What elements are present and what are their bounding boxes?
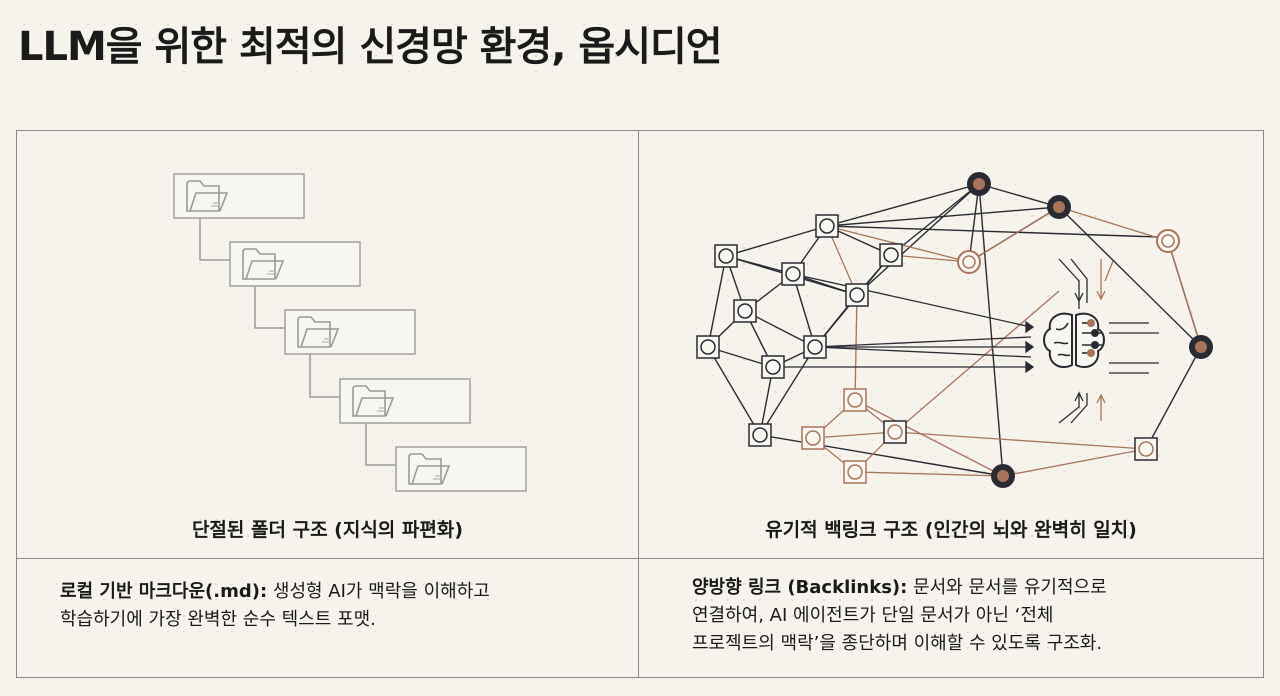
left-description-bold: 로컬 기반 마크다운(.md): xyxy=(60,581,268,602)
network-node xyxy=(957,250,981,274)
network-node xyxy=(991,464,1015,488)
right-description-line2: 연결하여, AI 에이전트가 단일 문서가 아닌 ‘전체 xyxy=(692,605,1054,626)
folder-box xyxy=(173,173,305,219)
page-title: LLM을 위한 최적의 신경망 환경, 옵시디언 xyxy=(18,24,723,70)
left-description-line1: 생성형 AI가 맥락을 이해하고 xyxy=(267,581,490,602)
backlink-network-panel: 유기적 백링크 구조 (인간의 뇌와 완벽히 일치) xyxy=(639,131,1263,558)
network-node xyxy=(733,299,757,323)
network-node xyxy=(845,283,869,307)
right-description-line3: 프로젝트의 맥락’을 종단하며 이해할 수 있도록 구조화. xyxy=(692,633,1103,654)
accent-arrows xyxy=(1096,259,1114,421)
network-node xyxy=(781,262,805,286)
square-nodes xyxy=(696,214,903,447)
row-divider xyxy=(16,558,1264,559)
folder-structure-panel: 단절된 폴더 구조 (지식의 파편화) xyxy=(17,131,638,558)
network-node xyxy=(1047,195,1071,219)
accent-square-nodes xyxy=(801,388,1158,484)
right-description-line1: 문서와 문서를 유기적으로 xyxy=(907,577,1107,598)
network-node xyxy=(843,388,867,412)
network-node xyxy=(1189,335,1213,359)
network-node xyxy=(843,460,867,484)
hub-nodes xyxy=(957,172,1213,488)
network-node xyxy=(748,423,772,447)
dark-links xyxy=(707,183,1202,477)
left-description-line2: 학습하기에 가장 완벽한 순수 텍스트 포맷. xyxy=(60,609,376,630)
network-node xyxy=(879,243,903,267)
right-description-bold: 양방향 링크 (Backlinks): xyxy=(692,577,908,598)
folder-connectors xyxy=(199,218,396,466)
column-divider xyxy=(638,130,639,678)
folder-box xyxy=(395,446,527,492)
folder-box xyxy=(339,378,471,424)
network-node xyxy=(1134,437,1158,461)
accent-links xyxy=(812,206,1202,477)
network-node xyxy=(696,335,720,359)
folder-box xyxy=(229,241,361,287)
network-node xyxy=(714,244,738,268)
comparison-frame xyxy=(16,130,1264,678)
folder-tree-diagram xyxy=(173,173,527,492)
left-caption: 단절된 폴더 구조 (지식의 파편화) xyxy=(191,519,464,541)
network-node xyxy=(761,355,785,379)
network-node xyxy=(883,420,907,444)
network-node xyxy=(1156,229,1180,253)
folder-box xyxy=(284,309,416,355)
network-node xyxy=(815,214,839,238)
network-node xyxy=(801,426,825,450)
network-node xyxy=(967,172,991,196)
backlink-network-diagram xyxy=(696,172,1213,488)
brain-icon xyxy=(1043,312,1105,369)
input-arrows xyxy=(773,258,1159,424)
network-node xyxy=(803,335,827,359)
right-caption: 유기적 백링크 구조 (인간의 뇌와 완벽히 일치) xyxy=(765,519,1137,541)
